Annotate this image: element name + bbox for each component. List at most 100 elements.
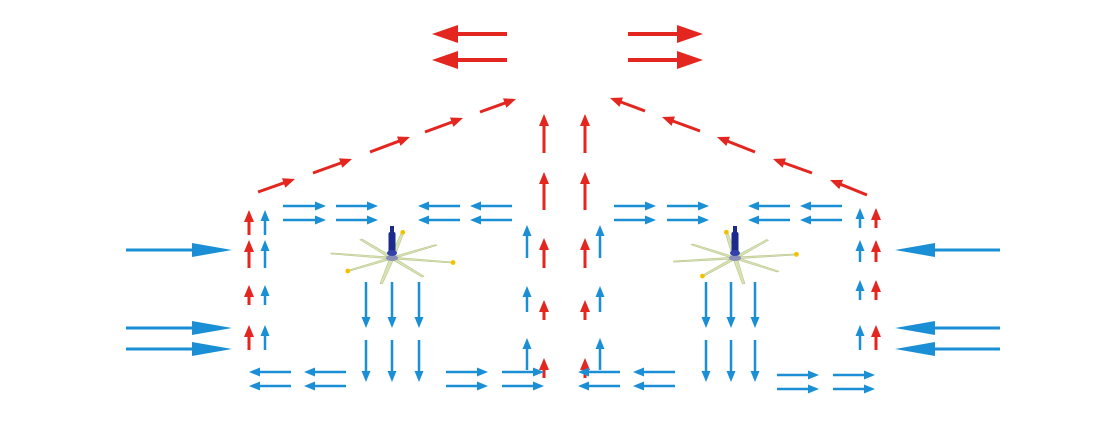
right-fan-downdraft-2-a bbox=[726, 282, 736, 328]
exhaust-arrow-left-2 bbox=[432, 51, 507, 69]
upper-pair-5-b bbox=[614, 215, 656, 225]
center-left-up-4 bbox=[539, 172, 549, 210]
inlet-right-1 bbox=[895, 243, 1000, 257]
lower-pair-1-b bbox=[249, 381, 291, 391]
lower-pair-4-a bbox=[502, 367, 544, 377]
upper-pair-5-a bbox=[614, 201, 656, 211]
right-wall-red-up-1 bbox=[871, 325, 881, 350]
roof-arrow-left-1 bbox=[257, 178, 295, 194]
right-wall-blue-up-4 bbox=[855, 208, 865, 228]
lower-pair-8-b bbox=[833, 384, 875, 394]
upper-pair-7-b bbox=[748, 215, 790, 225]
roof-arrow-left-2 bbox=[312, 158, 352, 175]
left-wall-blue-up-3 bbox=[260, 240, 270, 268]
right-fan-downdraft-1-b bbox=[701, 340, 711, 382]
lower-pair-8-a bbox=[833, 370, 875, 380]
roof-arrow-right-5 bbox=[610, 97, 646, 113]
left-fan-downdraft-3-a bbox=[414, 282, 424, 328]
center-left-up-2 bbox=[539, 300, 549, 320]
upper-pair-3-a bbox=[418, 201, 460, 211]
center-right-blue-up-3 bbox=[595, 225, 605, 258]
left-wall-red-up-4 bbox=[244, 210, 254, 235]
center-left-up-1 bbox=[539, 358, 549, 378]
blade-tip bbox=[450, 260, 456, 265]
fan-downrod bbox=[733, 226, 737, 233]
blade-tip bbox=[400, 229, 406, 235]
center-right-blue-up-2 bbox=[595, 286, 605, 312]
inlet-left-3 bbox=[126, 342, 232, 356]
upper-pair-2-a bbox=[336, 201, 378, 211]
inlet-right-2 bbox=[895, 321, 1000, 335]
exhaust-arrow-right-1 bbox=[628, 25, 703, 43]
inlet-left-2 bbox=[126, 321, 232, 335]
upper-pair-2-b bbox=[336, 215, 378, 225]
upper-pair-3-b bbox=[418, 215, 460, 225]
center-left-blue-up-2 bbox=[522, 286, 532, 312]
left-fan-downdraft-1-a bbox=[361, 282, 371, 328]
center-left-blue-up-1 bbox=[522, 338, 532, 370]
right-wall-red-up-4 bbox=[871, 208, 881, 228]
right-wall-blue-up-3 bbox=[855, 240, 865, 262]
center-left-up-3 bbox=[539, 238, 549, 268]
upper-pair-1-a bbox=[283, 201, 326, 211]
left-fan-downdraft-2-a bbox=[387, 282, 397, 328]
left-wall-blue-up-2 bbox=[260, 285, 270, 305]
ceiling-fan-icon-right bbox=[673, 226, 799, 285]
center-right-up-5 bbox=[580, 114, 590, 153]
lower-pair-4-b bbox=[502, 381, 544, 391]
inlet-right-3 bbox=[895, 342, 1000, 356]
left-wall-blue-up-1 bbox=[260, 325, 270, 350]
fan-hub bbox=[729, 255, 741, 261]
lower-pair-5-b bbox=[578, 381, 620, 391]
upper-pair-6-a bbox=[667, 201, 709, 211]
fan-motor bbox=[388, 232, 396, 254]
left-wall-red-up-2 bbox=[244, 285, 254, 305]
lower-pair-3-a bbox=[446, 367, 488, 377]
right-fan-downdraft-3-a bbox=[750, 282, 760, 328]
left-fan-downdraft-3-b bbox=[414, 340, 424, 382]
blade-tip bbox=[345, 268, 351, 274]
ceiling-fan-icon-left bbox=[330, 226, 456, 285]
roof-arrow-right-2 bbox=[773, 158, 813, 175]
center-left-blue-up-3 bbox=[522, 225, 532, 258]
right-wall-blue-up-1 bbox=[855, 325, 865, 350]
roof-arrow-right-4 bbox=[662, 116, 701, 133]
right-fan-downdraft-2-b bbox=[726, 340, 736, 382]
lower-pair-7-b bbox=[777, 384, 819, 394]
inlet-left-1 bbox=[126, 243, 232, 257]
upper-pair-1-b bbox=[283, 215, 326, 225]
left-wall-red-up-3 bbox=[244, 240, 254, 268]
fan-motor-base bbox=[730, 250, 740, 256]
fan-hub bbox=[386, 255, 398, 261]
upper-pair-4-a bbox=[470, 201, 512, 211]
lower-pair-6-b bbox=[633, 381, 675, 391]
right-wall-blue-up-2 bbox=[855, 280, 865, 300]
center-right-up-4 bbox=[580, 172, 590, 210]
upper-pair-4-b bbox=[470, 215, 512, 225]
upper-pair-8-b bbox=[800, 215, 842, 225]
right-wall-red-up-3 bbox=[871, 240, 881, 262]
center-right-up-2 bbox=[580, 300, 590, 320]
lower-pair-2-a bbox=[304, 367, 346, 377]
right-fan-downdraft-3-b bbox=[750, 340, 760, 382]
left-wall-blue-up-4 bbox=[260, 210, 270, 235]
blade-tip bbox=[700, 273, 705, 279]
lower-pair-6-a bbox=[633, 367, 675, 377]
right-fan-downdraft-1-a bbox=[701, 282, 711, 328]
lower-pair-3-b bbox=[446, 381, 488, 391]
center-right-up-3 bbox=[580, 238, 590, 268]
exhaust-arrow-left-1 bbox=[432, 25, 507, 43]
upper-pair-7-a bbox=[748, 201, 790, 211]
fan-motor bbox=[731, 232, 739, 254]
center-left-up-5 bbox=[539, 114, 549, 153]
blade-tip bbox=[723, 229, 729, 235]
upper-pair-6-b bbox=[667, 215, 709, 225]
lower-pair-5-a bbox=[578, 367, 620, 377]
left-fan-downdraft-2-b bbox=[387, 340, 397, 382]
lower-pair-2-b bbox=[304, 381, 346, 391]
center-right-blue-up-1 bbox=[595, 338, 605, 370]
left-fan-downdraft-1-b bbox=[361, 340, 371, 382]
fan-downrod bbox=[390, 226, 394, 233]
